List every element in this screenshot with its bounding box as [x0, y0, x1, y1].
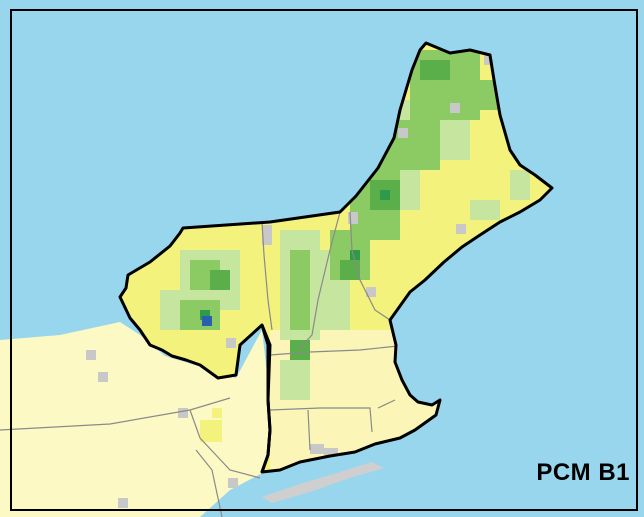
outside-no-data-cells: [86, 350, 238, 508]
ny-border-line: [260, 324, 272, 473]
outside-state-lines: [0, 397, 261, 517]
long-island: [262, 462, 384, 503]
map-label: PCM B1: [536, 459, 630, 486]
map-border: [10, 9, 638, 511]
outside-green-cells: [200, 408, 222, 442]
